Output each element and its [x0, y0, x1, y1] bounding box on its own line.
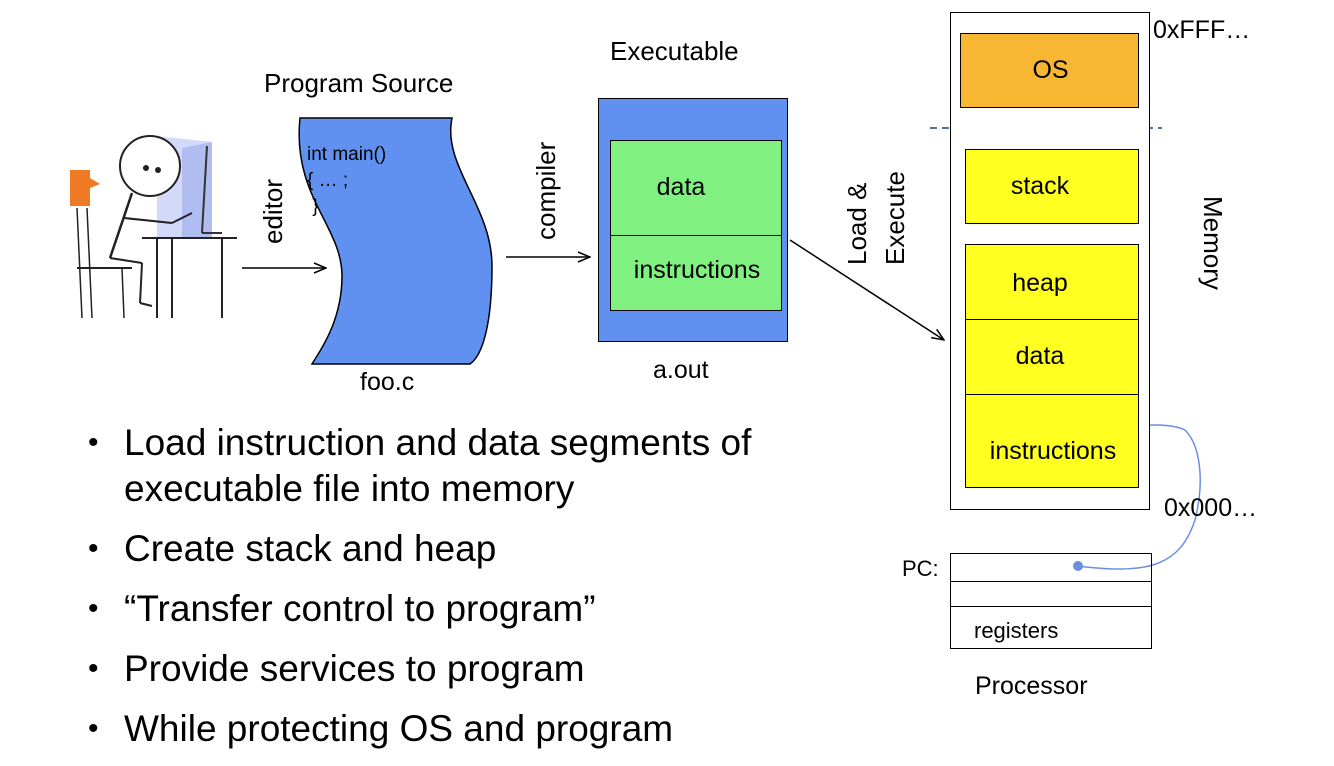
processor-box	[950, 553, 1152, 649]
memory-data-label: data	[1015, 342, 1065, 370]
exe-data-label: data	[656, 173, 706, 201]
processor-label: Processor	[975, 672, 1088, 700]
memory-data-segment: data	[965, 319, 1139, 395]
memory-instructions-segment: instructions	[965, 394, 1139, 488]
executable-title: Executable	[610, 36, 739, 66]
register-row	[950, 581, 1152, 607]
bullet-item: “Transfer control to program”	[88, 586, 788, 632]
exe-instructions-label: instructions	[633, 256, 761, 284]
source-file-shape	[298, 117, 493, 365]
heap-segment: heap	[965, 244, 1139, 320]
address-high-label: 0xFFF…	[1153, 16, 1251, 44]
source-code-line-2: { … ;	[307, 170, 349, 191]
heap-label: heap	[1012, 269, 1068, 297]
bullet-item: Create stack and heap	[88, 526, 788, 572]
load-execute-label-2: Execute	[880, 171, 910, 265]
load-execute-arrow	[789, 239, 944, 340]
exe-instructions-segment: instructions	[610, 235, 782, 311]
memory-instructions-label: instructions	[989, 437, 1117, 465]
registers-label: registers	[974, 618, 1059, 643]
load-execute-label-1: Load &	[842, 182, 872, 265]
source-code-line-3: }	[307, 196, 319, 217]
compiler-label: compiler	[531, 141, 561, 240]
bullet-item: While protecting OS and program	[88, 706, 788, 752]
stack-label: stack	[1010, 172, 1070, 200]
stack-segment: stack	[965, 149, 1139, 224]
programmer-illustration	[70, 135, 237, 319]
bullet-list: Load instruction and data segments of ex…	[88, 420, 788, 766]
memory-label: Memory	[1198, 196, 1228, 290]
a-out-label: a.out	[653, 356, 709, 384]
os-segment: OS	[960, 33, 1139, 108]
editor-label: editor	[258, 178, 288, 244]
pc-label: PC:	[902, 556, 939, 581]
address-low-label: 0x000…	[1164, 494, 1258, 522]
source-code-line-1: int main()	[307, 144, 387, 165]
foo-c-label: foo.c	[360, 368, 415, 396]
exe-data-segment: data	[610, 140, 782, 236]
pc-register	[950, 553, 1152, 582]
program-source-title: Program Source	[264, 68, 454, 98]
bullet-item: Load instruction and data segments of ex…	[88, 420, 788, 512]
os-label: OS	[1032, 56, 1069, 84]
bullet-item: Provide services to program	[88, 646, 788, 692]
